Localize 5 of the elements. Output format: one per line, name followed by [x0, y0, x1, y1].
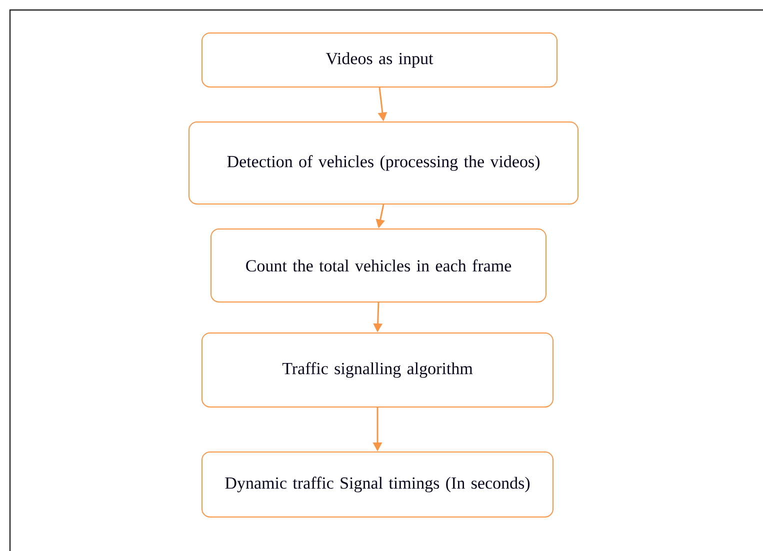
process-box: Dynamic traffic Signal timings (In seconds) [202, 451, 554, 518]
process-box: Videos as input [202, 32, 558, 88]
process-box: Count the total vehicles in each frame [210, 228, 546, 302]
process-box: Traffic signalling algorithm [202, 332, 554, 408]
process-box: Detection of vehicles (processing the videos) [188, 122, 578, 204]
